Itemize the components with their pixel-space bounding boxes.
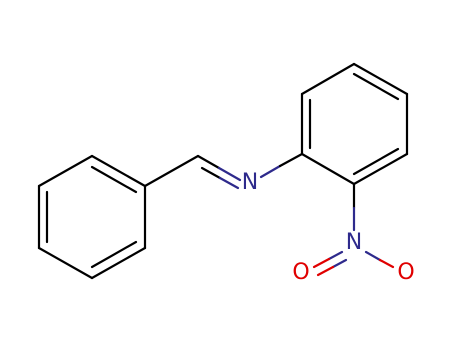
nitro-group-bonds <box>312 182 395 277</box>
imine-linker <box>143 152 304 190</box>
nitro-left-bond-1-n <box>327 250 344 261</box>
ring1-bond-1 <box>90 154 147 188</box>
ch-n-double-bond-inner <box>200 166 222 180</box>
ring2-bond-5 <box>352 152 409 186</box>
ring2-bond-6 <box>300 152 356 186</box>
imine-nitrogen-label: N <box>242 170 258 195</box>
ring2-bond-2 <box>300 62 356 96</box>
ring1-to-ch-bond <box>143 154 200 188</box>
ring1-inner-bond-a <box>90 165 138 194</box>
ring1-bond-3 <box>90 246 147 280</box>
nitro-left-bond-1-o <box>312 257 331 269</box>
ring2-bond-3 <box>352 62 409 96</box>
n-to-ring2-bond <box>278 152 304 168</box>
nitro-oxygen-left-label: O <box>292 260 309 285</box>
nitro-nitrogen-label: N <box>346 230 362 255</box>
benzylidene-ring <box>37 154 147 280</box>
nitrophenyl-ring <box>300 62 409 186</box>
ch-n-double-bond-outer <box>196 154 221 170</box>
nitro-right-bond-n <box>364 250 382 262</box>
nitro-oxygen-right-label: O <box>397 260 414 285</box>
ring2-inner-bond-b <box>352 72 400 101</box>
n-to-ring2-bond-n <box>259 164 282 179</box>
ring1-inner-bond-b <box>90 240 138 269</box>
atom-labels: N N O O <box>242 170 415 285</box>
ring2-inner-bond-c <box>352 147 400 176</box>
ch-n-double-bond-inner-n <box>218 176 240 190</box>
nitro-left-bond-2-n <box>331 258 348 269</box>
nitro-left-bond-2-o <box>316 265 335 277</box>
nitro-right-bond-o <box>378 258 395 269</box>
ring1-bond-4 <box>37 246 94 280</box>
ch-n-double-bond-outer-n <box>217 166 242 182</box>
ring1-bond-6 <box>37 154 94 188</box>
